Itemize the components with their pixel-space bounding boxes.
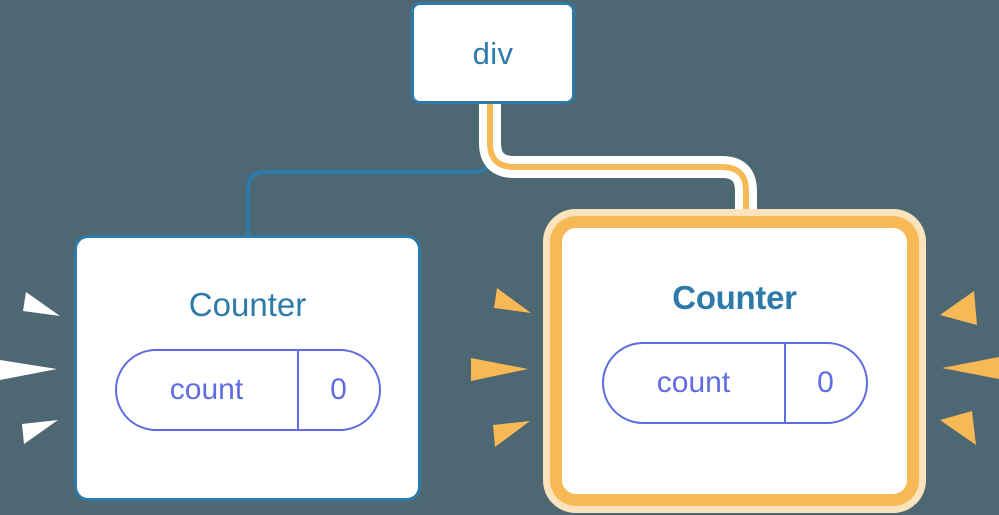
counter-left-state-value: 0 (330, 373, 347, 406)
edge-div-to-counter-right (487, 103, 749, 242)
counter-left-state-pill: count 0 (114, 349, 381, 431)
node-div[interactable]: div (411, 2, 575, 104)
counter-right-state-value: 0 (817, 366, 834, 399)
counter-left-state-key: count (117, 351, 299, 429)
edge-div-to-counter-left (246, 103, 492, 236)
counter-right-state-pill: count 0 (601, 342, 868, 424)
counter-right-title: Counter (672, 279, 797, 316)
node-div-label: div (472, 35, 514, 71)
edge-div-to-counter-right-halo (479, 103, 757, 242)
counter-left-title: Counter (188, 286, 307, 323)
node-counter-right[interactable]: Counter count 0 (562, 228, 907, 494)
counter-right-state-key: count (604, 344, 786, 422)
node-counter-left[interactable]: Counter count 0 (74, 235, 421, 501)
